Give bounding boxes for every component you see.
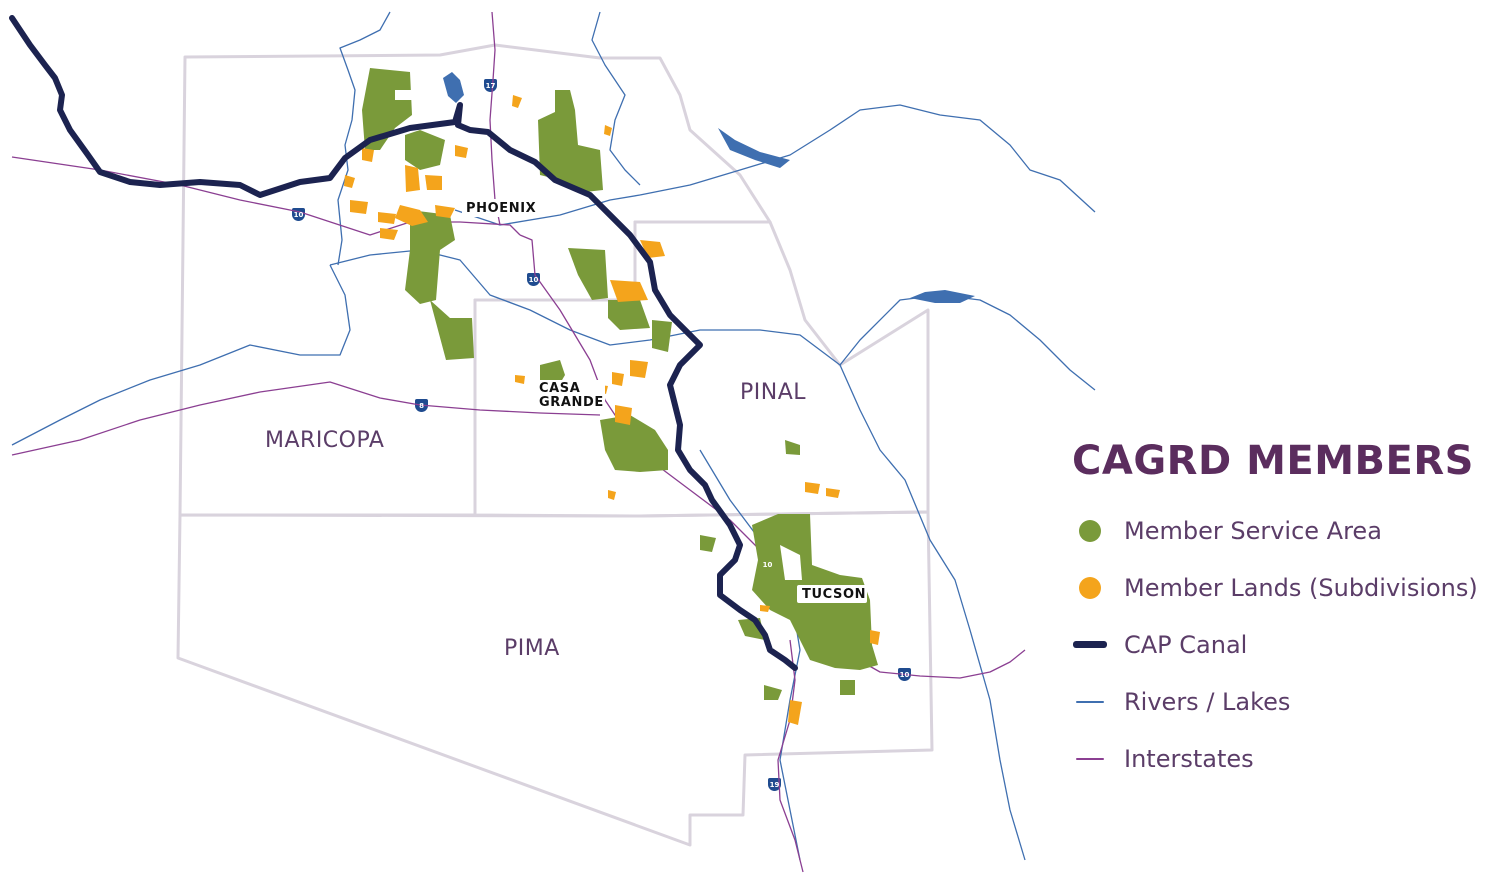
shield-number: 10 xyxy=(899,671,910,679)
city-label-phoenix: PHOENIX xyxy=(466,201,537,216)
shield-number: 8 xyxy=(419,402,424,410)
member-service-areas xyxy=(362,68,878,700)
interstate-shield-i10-west: 10 xyxy=(291,207,306,222)
san-carlos-lake xyxy=(910,290,975,303)
legend-item-service-area: Member Service Area xyxy=(1072,502,1502,559)
city-label-casa-grande-text: CASA GRANDE xyxy=(539,381,604,410)
legend: CAGRD MEMBERS Member Service Area Member… xyxy=(1072,438,1502,787)
orange-dot-icon xyxy=(1072,576,1108,599)
legend-title: CAGRD MEMBERS xyxy=(1072,438,1474,484)
salt-river-mid xyxy=(454,194,641,226)
san-pedro-river xyxy=(839,364,1026,861)
city-halos xyxy=(462,199,867,603)
interstate-shield-i17: 17 xyxy=(483,78,498,93)
interstate-shield-i10-phoenix: 10 xyxy=(526,272,541,287)
cap-canal xyxy=(9,15,798,671)
interstate-shield-i8: 8 xyxy=(414,398,429,413)
legend-label: Rivers / Lakes xyxy=(1124,687,1291,716)
county-label-pinal: PINAL xyxy=(740,380,807,405)
river-line-icon xyxy=(1072,692,1108,712)
interstate-shield-i10-east: 10 xyxy=(897,667,912,682)
legend-label: Member Lands (Subdivisions) xyxy=(1124,573,1478,602)
interstates xyxy=(11,11,1026,873)
gila-west xyxy=(11,264,351,446)
county-label-pima: PIMA xyxy=(504,636,560,661)
i10-west xyxy=(11,156,521,236)
roosevelt-lake xyxy=(718,128,790,168)
santa-cruz-river xyxy=(699,449,801,861)
thick-line-icon xyxy=(1072,635,1108,655)
shield-number: 10 xyxy=(293,211,304,219)
legend-item-rivers-lakes: Rivers / Lakes xyxy=(1072,673,1502,730)
legend-label: CAP Canal xyxy=(1124,630,1248,659)
legend-item-cap-canal: CAP Canal xyxy=(1072,616,1502,673)
pima-boundary xyxy=(176,510,934,847)
shield-number: 10 xyxy=(528,276,539,284)
city-label-casa-grande: CASA GRANDE xyxy=(539,382,604,410)
legend-item-member-lands: Member Lands (Subdivisions) xyxy=(1072,559,1502,616)
interstate-shield-i10-tucson: 10 xyxy=(760,557,775,572)
lake-pleasant xyxy=(443,72,464,103)
shield-number: 19 xyxy=(769,781,780,789)
interstate-shield-i19: 19 xyxy=(767,777,782,792)
gila-upper xyxy=(839,294,1096,391)
green-dot-icon xyxy=(1072,519,1108,542)
county-label-maricopa: MARICOPA xyxy=(265,428,385,453)
legend-label: Member Service Area xyxy=(1124,516,1382,545)
i8 xyxy=(11,381,601,456)
interstate-line-icon xyxy=(1072,749,1108,769)
city-label-tucson: TUCSON xyxy=(802,587,867,602)
gila-salt-east xyxy=(639,104,1096,213)
i19 xyxy=(777,639,804,873)
verde-river xyxy=(591,11,641,186)
shield-number: 17 xyxy=(485,82,496,90)
legend-label: Interstates xyxy=(1124,744,1254,773)
i10-south xyxy=(519,234,1026,679)
legend-item-interstates: Interstates xyxy=(1072,730,1502,787)
member-lands xyxy=(344,95,880,725)
shield-number: 10 xyxy=(762,561,773,569)
salt-verde-river xyxy=(337,11,391,266)
lakes xyxy=(443,72,975,303)
